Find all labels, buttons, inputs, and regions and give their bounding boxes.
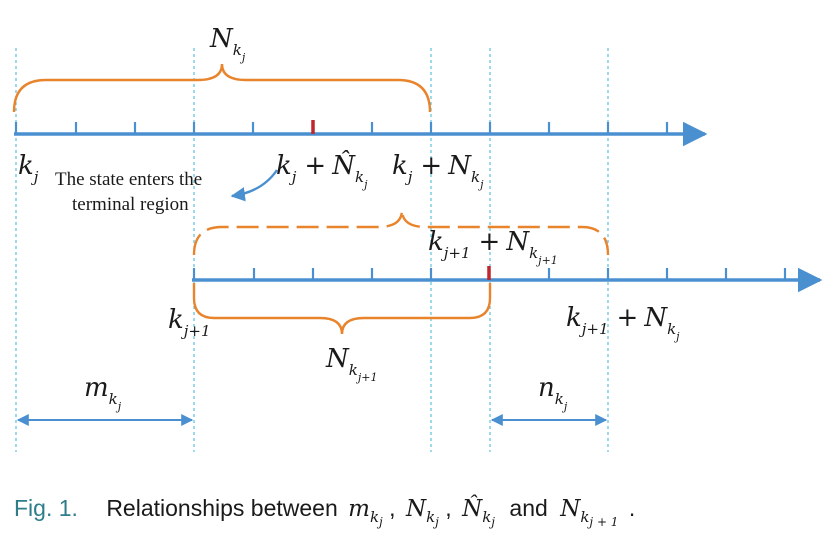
label-brace-bottom: Nkj+1 [325,344,377,384]
label-k-j-plus-nhat: kj+N̂kj [276,150,368,191]
label-k-j-plus-n: kj+Nkj [392,151,484,191]
top-axis [14,120,708,147]
label-k-j1-plus-n-j: kj+1+Nkj [566,303,680,343]
label-brace-top: Nkj [209,24,246,64]
brace-dashed [192,209,610,256]
annotation-line-1: The state enters the [55,169,202,190]
caption: Fig. 1. Relationships between mkj , Nkj … [14,495,635,531]
label-m: mkj [84,373,122,413]
label-k-j: kj [18,151,39,186]
brace-top [12,63,432,113]
caption-text: Relationships between [106,495,337,521]
annotation-line-2: terminal region [72,194,189,215]
brace-bottom [192,283,492,335]
annotation-arrow [230,169,278,202]
bottom-axis [192,266,823,293]
caption-label: Fig. 1. [14,495,78,521]
label-k-j1: kj+1 [168,305,211,340]
guide-lines [15,48,609,452]
label-k-j1-plus-n-j1: kj+1+Nkj+1 [428,227,558,267]
label-n: nkj [538,373,568,413]
